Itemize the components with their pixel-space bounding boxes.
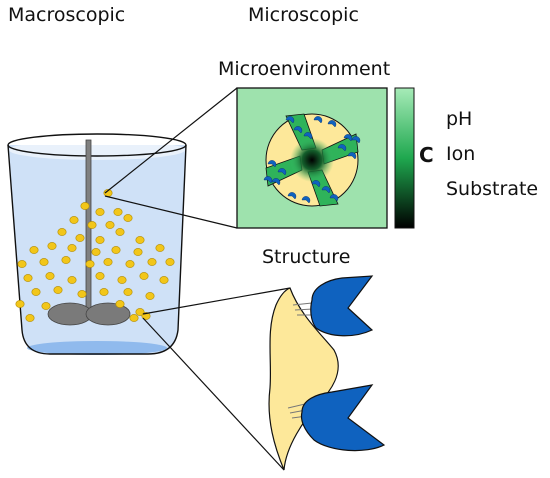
- particle: [31, 288, 41, 296]
- particle: [129, 314, 139, 322]
- particle: [159, 276, 169, 284]
- particle: [139, 272, 149, 280]
- enzyme-marker: [347, 152, 357, 160]
- particle: [95, 236, 105, 244]
- particle: [135, 308, 145, 316]
- particle: [115, 300, 125, 308]
- impeller-blade-right: [85, 302, 131, 326]
- particle: [75, 234, 85, 242]
- particle: [23, 274, 33, 282]
- colorbar-axis-label: C: [419, 143, 434, 167]
- particle: [15, 300, 25, 308]
- particle: [115, 228, 125, 236]
- particle: [25, 314, 35, 322]
- zoom-line-structure-bottom: [142, 317, 285, 471]
- particle: [91, 248, 101, 256]
- particle: [135, 236, 145, 244]
- colorbar-variable-ion: Ion: [446, 143, 476, 165]
- particle: [17, 260, 27, 268]
- enzyme-marker: [263, 176, 273, 184]
- concentration-colorbar: [394, 87, 415, 229]
- vessel-wall: [7, 144, 187, 355]
- carrier-core-gradient: [290, 138, 334, 182]
- zoom-line-bottom: [104, 195, 238, 229]
- vessel-bottom-shade: [27, 341, 167, 355]
- carrier-surface: [268, 287, 339, 471]
- particle: [95, 208, 105, 216]
- enzyme-marker: [351, 136, 361, 144]
- immobilized-enzymes: [263, 116, 361, 204]
- heading-microenvironment: Microenvironment: [218, 58, 391, 80]
- particle: [69, 216, 79, 224]
- particle: [111, 246, 121, 254]
- carrier-cross-section: [263, 113, 361, 207]
- particle: [57, 228, 67, 236]
- enzyme-marker: [327, 120, 337, 128]
- zoom-lines-microenvironment: [104, 87, 238, 229]
- particle: [103, 258, 113, 266]
- carrier-particles: [15, 189, 175, 322]
- particle: [125, 260, 135, 268]
- colorbar-variable-ph: pH: [446, 108, 473, 130]
- enzyme-marker: [321, 186, 331, 194]
- particle: [155, 244, 165, 252]
- particle: [85, 260, 95, 268]
- zoom-lines-structure: [142, 287, 291, 471]
- particle: [123, 214, 133, 222]
- zoom-line-top: [104, 87, 238, 194]
- enzyme-marker: [303, 132, 313, 140]
- particle: [39, 258, 49, 266]
- zoom-line-structure-top: [142, 287, 291, 315]
- particle: [67, 276, 77, 284]
- enzyme-marker: [313, 116, 323, 124]
- impeller-blade-left: [47, 302, 93, 326]
- enzyme-marker: [329, 194, 339, 202]
- particle: [117, 276, 127, 284]
- particle: [87, 221, 97, 229]
- heading-structure: Structure: [262, 246, 351, 268]
- vessel-rim: [7, 133, 187, 157]
- colorbar-variable-substrate: Substrate: [446, 178, 539, 200]
- structure-detail: [268, 275, 386, 471]
- enzyme-marker: [301, 196, 311, 204]
- particle: [147, 258, 157, 266]
- microenvironment-panel: [236, 87, 388, 229]
- particle: [77, 290, 87, 298]
- enzyme-marker: [267, 160, 277, 168]
- particle: [80, 202, 90, 210]
- particle: [145, 292, 155, 300]
- enzyme-bottom: [300, 384, 386, 452]
- particle: [29, 246, 39, 254]
- particle: [47, 242, 57, 250]
- particle: [53, 286, 63, 294]
- enzyme-marker: [277, 168, 287, 176]
- particle: [45, 272, 55, 280]
- particle: [67, 244, 77, 252]
- particle: [123, 288, 133, 296]
- particle: [41, 302, 51, 310]
- particle: [99, 288, 109, 296]
- particle: [113, 208, 123, 216]
- particle: [61, 256, 71, 264]
- enzyme-top: [310, 275, 374, 337]
- heading-microscopic: Microscopic: [248, 4, 359, 26]
- enzyme-marker: [343, 134, 353, 142]
- enzyme-marker: [287, 192, 297, 200]
- particle: [95, 272, 105, 280]
- enzyme-marker: [337, 144, 347, 152]
- enzyme-marker: [271, 178, 281, 186]
- enzyme-marker: [293, 126, 303, 134]
- particle: [165, 258, 175, 266]
- particle: [105, 221, 115, 229]
- heading-macroscopic: Macroscopic: [8, 4, 126, 26]
- particle: [133, 248, 143, 256]
- enzyme-marker: [285, 116, 295, 124]
- enzyme-marker: [311, 180, 321, 188]
